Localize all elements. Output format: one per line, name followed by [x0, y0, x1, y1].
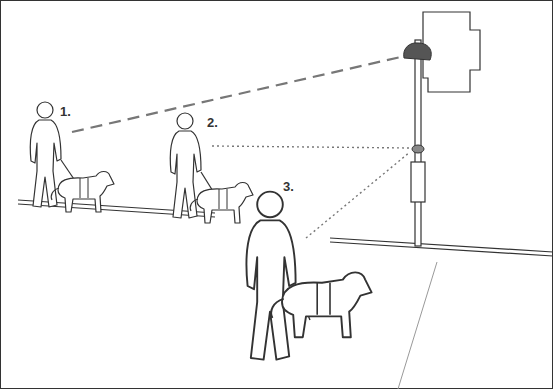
- signal-sightline: [72, 56, 405, 132]
- person-figure: [246, 192, 295, 360]
- signal-pole: [415, 40, 421, 246]
- walker-1: [30, 102, 114, 212]
- curb-line: [330, 238, 553, 256]
- walker-2: [170, 113, 253, 223]
- signal-head: [404, 43, 432, 60]
- sensor-device: [412, 145, 424, 153]
- person-figure: [30, 102, 61, 207]
- callout-number: 3.: [283, 180, 294, 193]
- curb-line: [18, 200, 215, 217]
- guide-dog: [51, 172, 114, 213]
- push-button-box: [411, 162, 425, 202]
- callout-number: 1.: [60, 105, 71, 118]
- sensor-sightline: [212, 146, 410, 148]
- crosswalk-line: [398, 262, 437, 389]
- callout-number: 2.: [207, 116, 218, 129]
- guide-dog: [190, 183, 253, 224]
- person-figure: [170, 113, 201, 218]
- guide-dog: [271, 272, 371, 337]
- sensor-sightline: [306, 152, 410, 238]
- walker-3: [246, 192, 371, 360]
